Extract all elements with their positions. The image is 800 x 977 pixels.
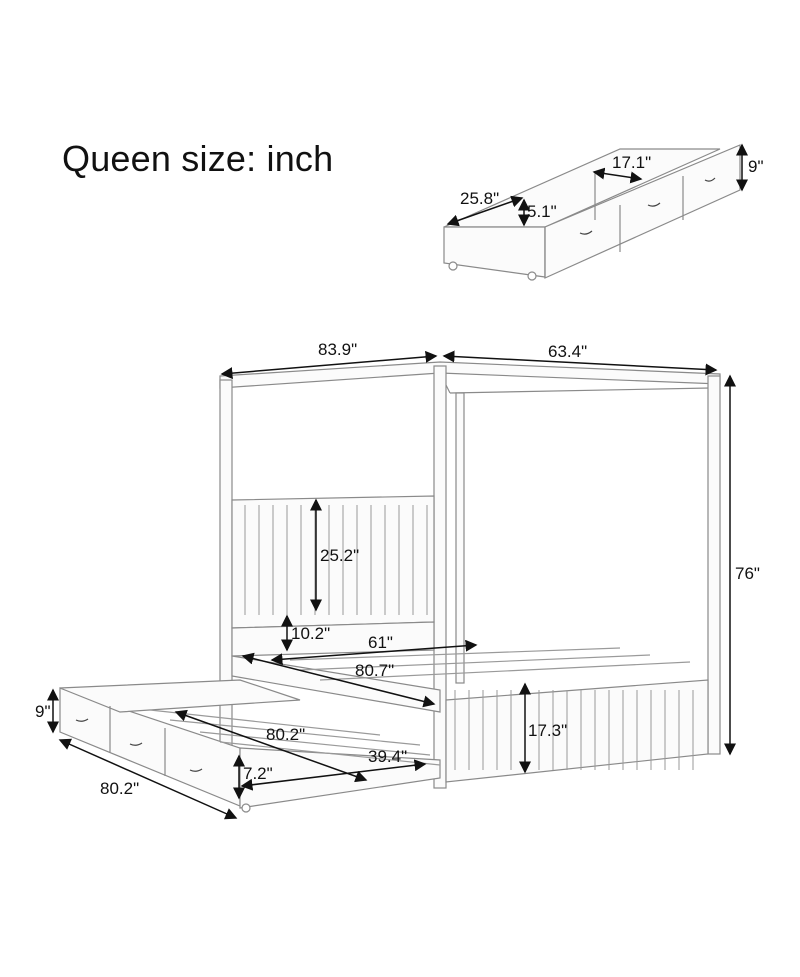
- drawer-width-label: 17.1": [612, 153, 652, 172]
- inner-length-label: 80.7": [355, 661, 395, 680]
- inner-width-label: 61": [368, 633, 393, 652]
- drawer-length-label: 25.8": [460, 189, 500, 208]
- bed-dimension-arrows: [220, 350, 736, 774]
- trundle-dimension-arrows: [47, 688, 427, 820]
- trundle-outer-length-label: 80.2": [100, 779, 140, 798]
- trundle-height-label: 9": [35, 702, 51, 721]
- drawer-depth-label: 5.1": [527, 202, 557, 221]
- rail-gap-label: 10.2": [291, 624, 331, 643]
- drawer-height-label: 9": [748, 157, 764, 176]
- trundle-inner-length-label: 80.2": [266, 725, 306, 744]
- footboard-height-label: 17.3": [528, 721, 568, 740]
- page-title: Queen size: inch: [62, 138, 334, 179]
- bed-length-label: 83.9": [318, 340, 358, 359]
- headboard-height-label: 25.2": [320, 546, 360, 565]
- trundle-side-height-label: 7.2": [243, 764, 273, 783]
- bed-height-label: 76": [735, 564, 760, 583]
- bed-width-label: 63.4": [548, 342, 588, 361]
- storage-drawer-illustration: [443, 144, 741, 281]
- trundle-inner-width-label: 39.4": [368, 747, 408, 766]
- drawer-dimension-arrows: [446, 143, 748, 227]
